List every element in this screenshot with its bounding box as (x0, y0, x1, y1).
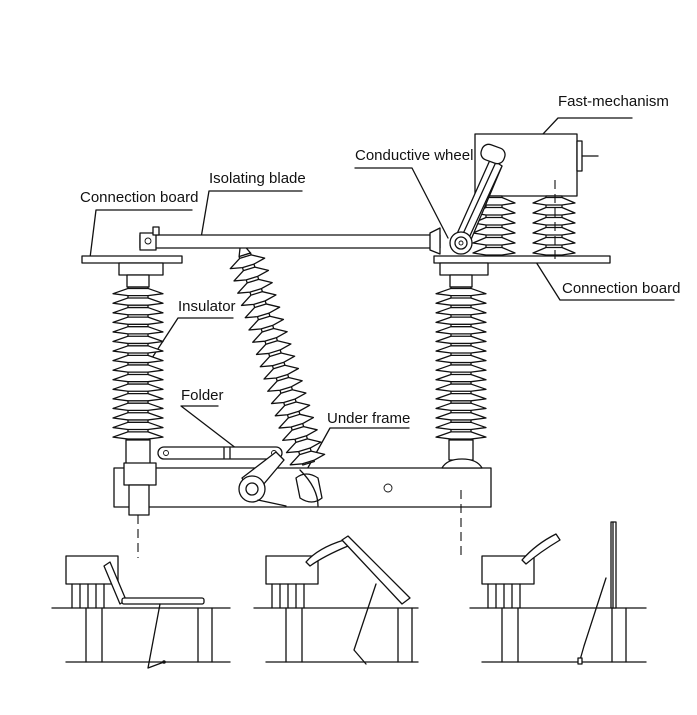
insulator-shed (270, 389, 307, 405)
insulator-shed (435, 373, 487, 383)
isolating-blade-shape (139, 226, 441, 255)
insulator-shed (112, 326, 164, 335)
insulator-left (112, 274, 164, 465)
insulator-shed (229, 254, 266, 270)
insulator-shed (435, 412, 487, 421)
insulator-right (435, 274, 487, 461)
conductive-wheel-shape (449, 143, 506, 255)
insulator-rotating (229, 240, 326, 466)
insulator-shed (435, 306, 487, 316)
stage-2-diagram (253, 535, 419, 665)
insulator-shed (435, 364, 487, 373)
insulator-shed (435, 354, 487, 364)
insulator-shed (112, 287, 164, 297)
insulator-shed (112, 431, 164, 440)
insulator-shed (263, 364, 300, 380)
insulator-shed (435, 383, 487, 392)
insulator-shed (240, 291, 277, 307)
label-fast-mechanism: Fast-mechanism (558, 93, 669, 110)
label-under-frame: Under frame (327, 410, 410, 427)
insulator-shed (112, 345, 164, 354)
insulator-shed (435, 316, 487, 325)
insulator-shed (435, 431, 487, 440)
insulator-shed (532, 226, 576, 236)
stage-3-diagram (469, 521, 647, 665)
insulator-shed (532, 196, 576, 206)
insulator-shed (244, 303, 281, 319)
insulator-shed (259, 352, 296, 368)
leader-isolating-blade (199, 190, 303, 245)
insulator-shed (289, 450, 326, 466)
insulator-shed (435, 287, 487, 297)
insulator-shed (435, 335, 487, 345)
insulator-shed (285, 438, 322, 454)
label-connection-board-left: Connection board (80, 189, 198, 206)
insulator-shed (233, 266, 270, 282)
insulator-shed (112, 354, 164, 364)
leader-connection-board-right (535, 261, 675, 301)
insulator-shed (112, 316, 164, 325)
label-insulator: Insulator (178, 298, 236, 315)
insulator-shed (435, 402, 487, 412)
leader-conductive-wheel (354, 167, 449, 239)
mechanism-support-insulators (472, 195, 576, 257)
insulator-shed (112, 402, 164, 412)
insulator-shed (112, 412, 164, 421)
insulator-shed (435, 345, 487, 354)
insulator-shed (282, 425, 318, 441)
insulator-shed (255, 340, 292, 356)
leader-insulator (151, 317, 234, 359)
insulator-shed (112, 364, 164, 373)
insulator-shed (274, 401, 311, 417)
stage-1-diagram (51, 555, 231, 669)
label-folder: Folder (181, 387, 224, 404)
insulator-shed (435, 297, 487, 306)
insulator-shed (112, 392, 164, 402)
label-conductive-wheel: Conductive wheel (355, 147, 473, 164)
leader-connection-board-left (89, 209, 193, 259)
insulator-shed (472, 236, 516, 246)
insulator-shed (112, 421, 164, 431)
insulator-shed (435, 326, 487, 335)
leader-folder (180, 405, 242, 453)
insulator-shed (267, 376, 303, 392)
insulator-shed (472, 226, 516, 236)
insulator-shed (532, 246, 576, 256)
insulator-shed (435, 421, 487, 431)
insulator-shed (248, 315, 285, 331)
connection-board-left-shape (81, 255, 183, 276)
insulator-shed (435, 392, 487, 402)
insulator-shed (532, 236, 576, 246)
leader-under-frame (299, 427, 410, 483)
insulator-shed (237, 278, 273, 294)
insulator-shed (252, 327, 288, 343)
label-connection-board-right: Connection board (562, 280, 680, 297)
insulator-shed (112, 297, 164, 306)
insulator-shed (532, 206, 576, 216)
leader-lines (89, 117, 675, 483)
insulator-shed (112, 335, 164, 345)
insulator-shed (112, 373, 164, 383)
insulator-shed (112, 306, 164, 316)
insulator-shed (112, 383, 164, 392)
center-lines (137, 180, 556, 558)
insulator-shed (532, 216, 576, 226)
insulator-shed (278, 413, 315, 429)
connection-board-right-shape (433, 255, 611, 276)
folder-mechanism-shape (157, 446, 323, 507)
insulator-shed (472, 246, 516, 256)
label-isolating-blade: Isolating blade (209, 170, 306, 187)
